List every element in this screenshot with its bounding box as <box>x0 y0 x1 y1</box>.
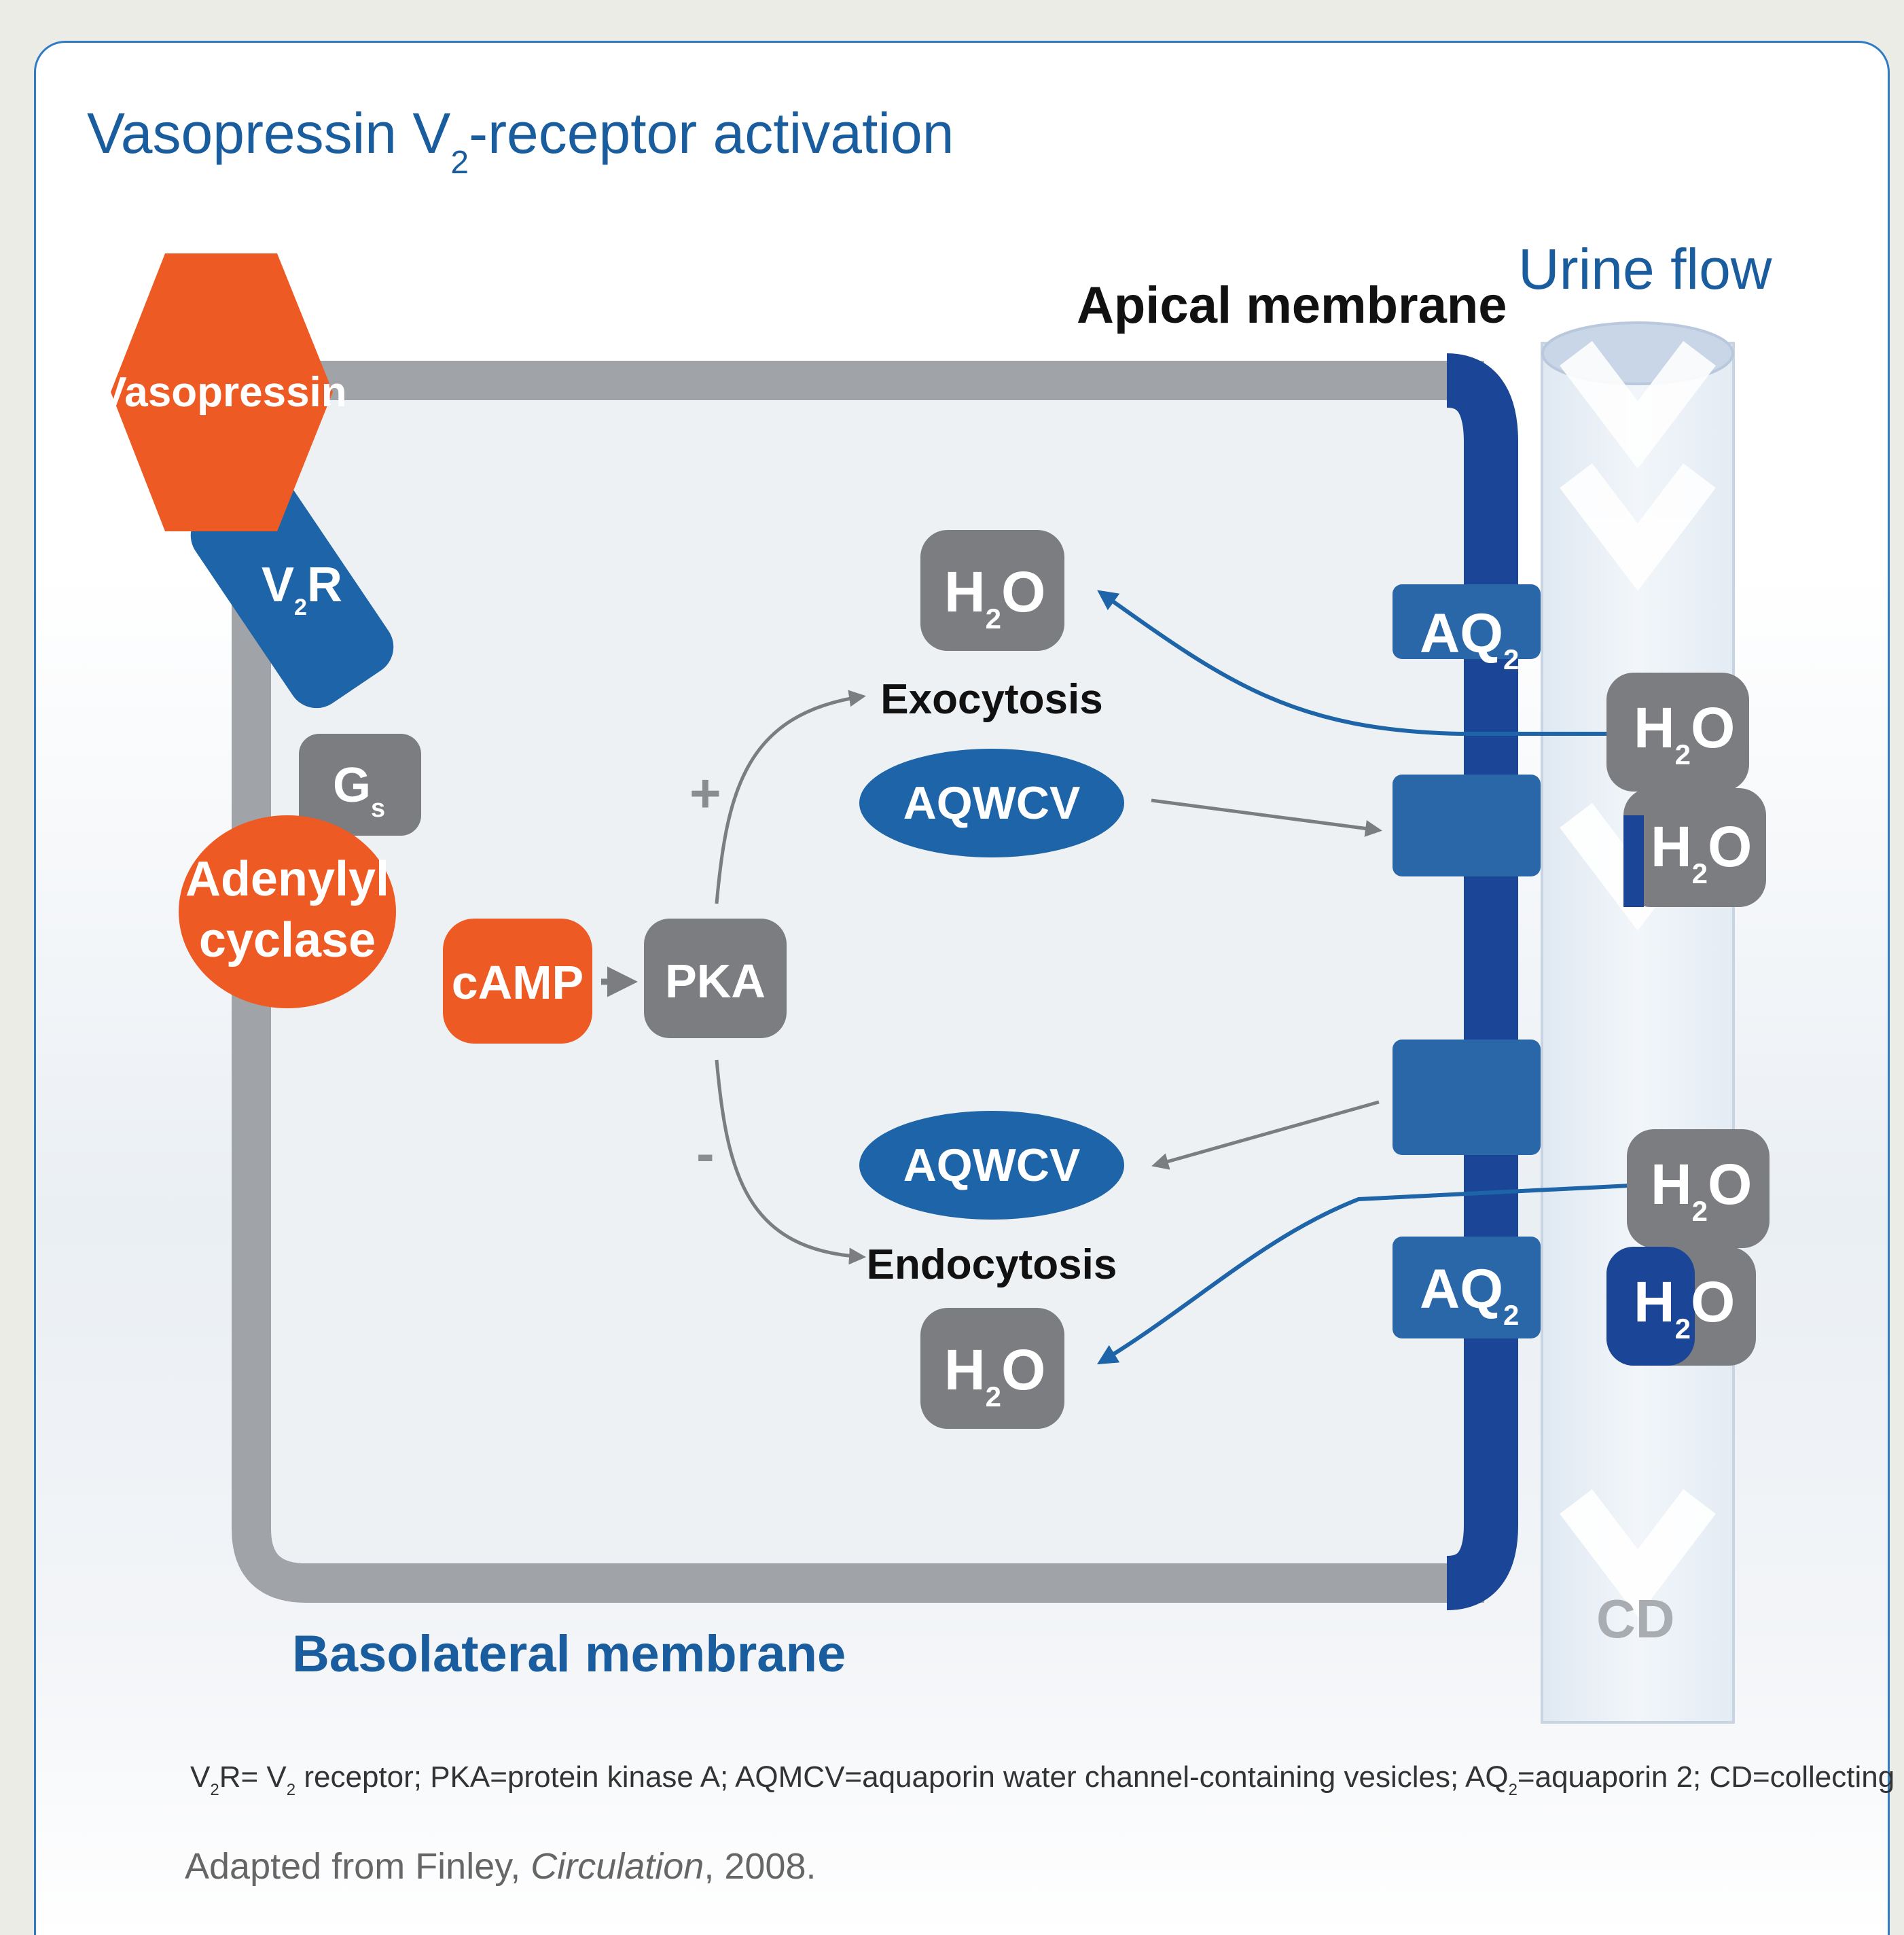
water-inflow-line-top <box>1097 590 1617 736</box>
h2o-label-lumen-2: H2O <box>1651 815 1752 889</box>
vasopressin-hexagon <box>111 253 333 531</box>
vasopressin-label: Vasopressin <box>98 369 346 416</box>
h2o-box-lumen-3 <box>1627 1129 1770 1248</box>
endocytosis-label: Endocytosis <box>867 1241 1117 1288</box>
cell-membrane <box>232 361 1484 1603</box>
h2o-box-endocytosis <box>920 1308 1064 1429</box>
adenylyl-cyclase-label-2: cyclase <box>199 913 376 968</box>
camp-label: cAMP <box>452 956 583 1009</box>
v2r-receptor <box>190 474 394 709</box>
collecting-duct-tube <box>1541 321 1735 1724</box>
figure-title: Vasopressin V2-receptor activation <box>87 101 954 181</box>
h2o-box-lumen-4-blue <box>1606 1247 1695 1366</box>
cd-label: CD <box>1596 1588 1675 1649</box>
v2r-label: V2R <box>262 558 342 620</box>
exocytosis-label: Exocytosis <box>880 676 1102 723</box>
aquaporin-channels <box>1393 584 1541 1338</box>
adenylyl-cyclase-label-1: Adenylyl <box>185 852 389 906</box>
plus-sign: + <box>689 763 721 823</box>
aqwcv-vesicle-top <box>859 749 1124 857</box>
h2o-box-lumen-2-blue-edge <box>1623 815 1644 907</box>
pka-box <box>644 919 787 1038</box>
apical-membrane-label: Apical membrane <box>1077 277 1507 334</box>
arrow-pka-exocytosis <box>715 690 866 904</box>
h2o-box-lumen-1 <box>1606 673 1749 792</box>
gs-protein <box>299 734 421 836</box>
basolateral-membrane-label: Basolateral membrane <box>292 1625 846 1683</box>
arrow-pka-endocytosis <box>715 1059 866 1265</box>
aq2-label-top: AQ2 <box>1420 603 1519 675</box>
h2o-label-lumen-1: H2O <box>1634 696 1735 770</box>
pka-label: PKA <box>665 955 766 1008</box>
water-inflow-line-bottom <box>1096 1184 1631 1365</box>
aqwcv-label-top: AQWCV <box>903 777 1081 829</box>
arrow-aqwcv-to-membrane <box>1151 798 1382 837</box>
urine-flow-label: Urine flow <box>1518 237 1772 301</box>
apical-membrane <box>1445 353 1518 1610</box>
arrow-membrane-to-aqwcv <box>1151 1100 1380 1170</box>
h2o-box-lumen-2 <box>1623 788 1766 907</box>
gs-label: Gs <box>333 758 385 823</box>
adenylyl-cyclase <box>179 815 396 1008</box>
h2o-box-exocytosis <box>920 530 1064 651</box>
h2o-label-endocytosis: H2O <box>944 1338 1045 1413</box>
source-citation: Adapted from Finley, Circulation, 2008. <box>185 1846 816 1887</box>
h2o-label-lumen-3: H2O <box>1651 1152 1752 1227</box>
h2o-label-lumen-4: H2O <box>1634 1270 1735 1345</box>
camp-box <box>443 919 592 1044</box>
minus-sign: - <box>696 1123 715 1184</box>
aq2-label-bottom: AQ2 <box>1420 1258 1519 1331</box>
footnote: V2R= V2 receptor; PKA=protein kinase A; … <box>190 1760 1904 1799</box>
h2o-label-exocytosis: H2O <box>944 560 1045 635</box>
aqwcv-label-bottom: AQWCV <box>903 1139 1081 1191</box>
aqwcv-vesicle-bottom <box>859 1111 1124 1220</box>
